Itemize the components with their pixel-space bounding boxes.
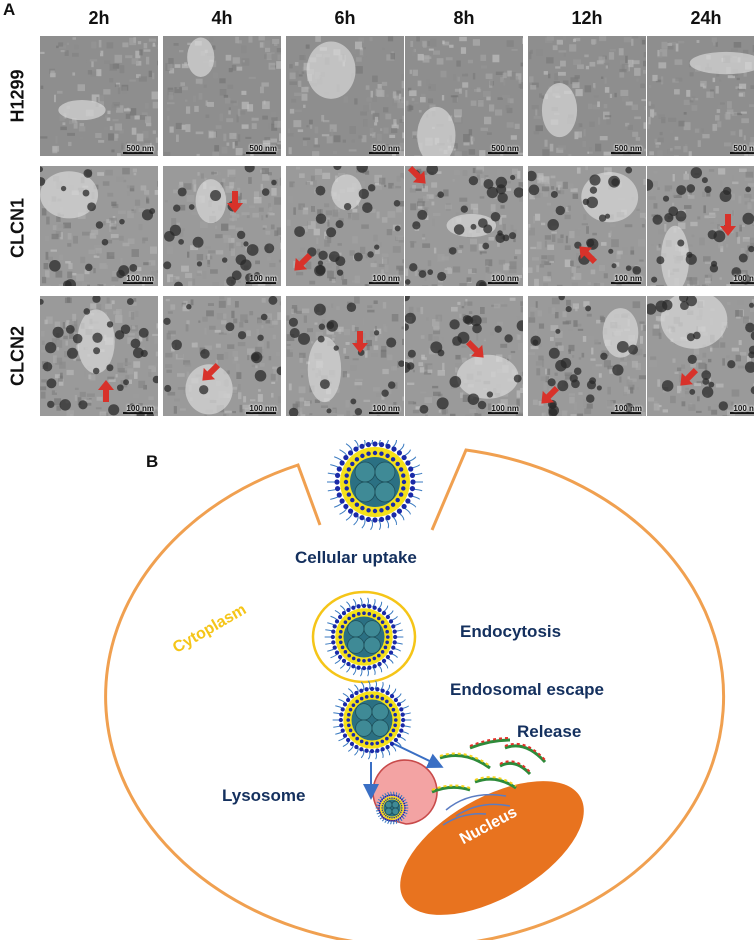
scale-bar bbox=[611, 412, 641, 414]
scale-bar-label: 500 nm bbox=[126, 144, 154, 153]
label-endosomal-escape: Endosomal escape bbox=[450, 680, 605, 699]
scale-bar-label: 500 nm bbox=[733, 144, 754, 153]
panel-b-letter: B bbox=[146, 452, 159, 471]
scale-bar bbox=[611, 152, 641, 154]
label-endocytosis: Endocytosis bbox=[460, 622, 562, 641]
scale-bar bbox=[488, 152, 518, 154]
released-nucleic-acids bbox=[431, 737, 547, 794]
scale-bar-label: 500 nm bbox=[614, 144, 642, 153]
scale-bar bbox=[488, 412, 518, 414]
endosome-shape bbox=[311, 590, 417, 684]
label-release: Release bbox=[517, 722, 582, 741]
tem-image-tile: 100 nm bbox=[528, 166, 646, 286]
scale-bar bbox=[369, 412, 399, 414]
label-cellular-uptake: Cellular uptake bbox=[295, 548, 417, 567]
red-arrow-marker bbox=[98, 380, 114, 402]
scale-bar-label: 100 nm bbox=[733, 404, 754, 413]
scale-bar bbox=[730, 152, 754, 154]
uptake-schematic bbox=[104, 440, 726, 940]
arrow-to-release bbox=[389, 741, 444, 769]
nuclear-pore-arc bbox=[442, 812, 487, 826]
scale-bar-label: 100 nm bbox=[126, 404, 154, 413]
time-header-12h: 12h bbox=[571, 8, 603, 28]
scale-bar-label: 500 nm bbox=[372, 144, 400, 153]
scale-bar-label: 100 nm bbox=[491, 404, 519, 413]
red-arrow-marker bbox=[720, 214, 736, 236]
nanoparticle-escape bbox=[332, 680, 412, 760]
panel-a-letter: A bbox=[3, 0, 16, 19]
tem-image-tile: 100 nm bbox=[40, 296, 158, 416]
time-header-8h: 8h bbox=[453, 8, 475, 28]
time-header-4h: 4h bbox=[211, 8, 233, 28]
tem-image-tile: 500 nm bbox=[528, 36, 646, 156]
scale-bar-label: 500 nm bbox=[249, 144, 277, 153]
red-arrow-marker bbox=[227, 191, 243, 213]
tem-image-tile: 100 nm bbox=[40, 166, 158, 286]
tem-image-tile: 100 nm bbox=[286, 166, 404, 286]
scale-bar bbox=[369, 282, 399, 284]
label-lysosome: Lysosome bbox=[222, 786, 306, 805]
scale-bar bbox=[611, 282, 641, 284]
red-arrow-marker bbox=[465, 339, 484, 358]
scale-bar bbox=[123, 412, 153, 414]
scale-bar-label: 100 nm bbox=[614, 404, 642, 413]
red-arrow-marker bbox=[294, 252, 313, 271]
red-arrow-marker bbox=[407, 166, 426, 184]
tem-image-tile: 100 nm bbox=[647, 296, 754, 416]
time-header-24h: 24h bbox=[690, 8, 722, 28]
scale-bar-label: 100 nm bbox=[372, 404, 400, 413]
tem-image-tile: 100 nm bbox=[163, 296, 281, 416]
scale-bar-label: 100 nm bbox=[614, 274, 642, 283]
scale-bar bbox=[488, 282, 518, 284]
scale-bar-label: 100 nm bbox=[249, 274, 277, 283]
nanoparticle-lysosome bbox=[375, 791, 409, 825]
tem-image-tile: 100 nm bbox=[528, 296, 646, 416]
time-header-2h: 2h bbox=[88, 8, 110, 28]
scale-bar bbox=[730, 412, 754, 414]
scale-bar-label: 100 nm bbox=[126, 274, 154, 283]
scale-bar bbox=[246, 282, 276, 284]
time-header-6h: 6h bbox=[334, 8, 356, 28]
scale-bar bbox=[123, 152, 153, 154]
tem-image-tile: 500 nm bbox=[647, 36, 754, 156]
scale-bar-label: 100 nm bbox=[733, 274, 754, 283]
scale-bar bbox=[123, 282, 153, 284]
scale-bar-label: 500 nm bbox=[491, 144, 519, 153]
tem-image-tile: 500 nm bbox=[286, 36, 404, 156]
scale-bar bbox=[246, 152, 276, 154]
scale-bar bbox=[246, 412, 276, 414]
red-arrow-marker bbox=[202, 362, 221, 381]
nuclear-pore-arc bbox=[445, 793, 507, 811]
tem-image-tile: 500 nm bbox=[405, 36, 523, 156]
nucleus-shape bbox=[400, 781, 584, 915]
scale-bar bbox=[369, 152, 399, 154]
nanoparticle-uptake bbox=[327, 440, 423, 531]
tem-image-tile: 100 nm bbox=[405, 296, 523, 416]
nuclear-pore-arc bbox=[455, 803, 511, 817]
tem-image-tile: 100 nm bbox=[163, 166, 281, 286]
tem-image-tile: 100 nm bbox=[405, 166, 523, 286]
tem-image-tile: 100 nm bbox=[647, 166, 754, 286]
scale-bar-label: 100 nm bbox=[372, 274, 400, 283]
scale-bar-label: 100 nm bbox=[491, 274, 519, 283]
red-arrow-marker bbox=[579, 246, 598, 265]
red-arrow-marker bbox=[541, 385, 560, 404]
tem-image-tile: 500 nm bbox=[163, 36, 281, 156]
red-arrow-marker bbox=[352, 331, 368, 353]
cell-membrane bbox=[104, 448, 726, 940]
tem-image-tile: 100 nm bbox=[286, 296, 404, 416]
scale-bar bbox=[730, 282, 754, 284]
scale-bar-label: 100 nm bbox=[249, 404, 277, 413]
nanoparticle-endocytosis bbox=[324, 597, 404, 677]
red-arrow-marker bbox=[680, 367, 699, 386]
tem-image-tile: 500 nm bbox=[40, 36, 158, 156]
